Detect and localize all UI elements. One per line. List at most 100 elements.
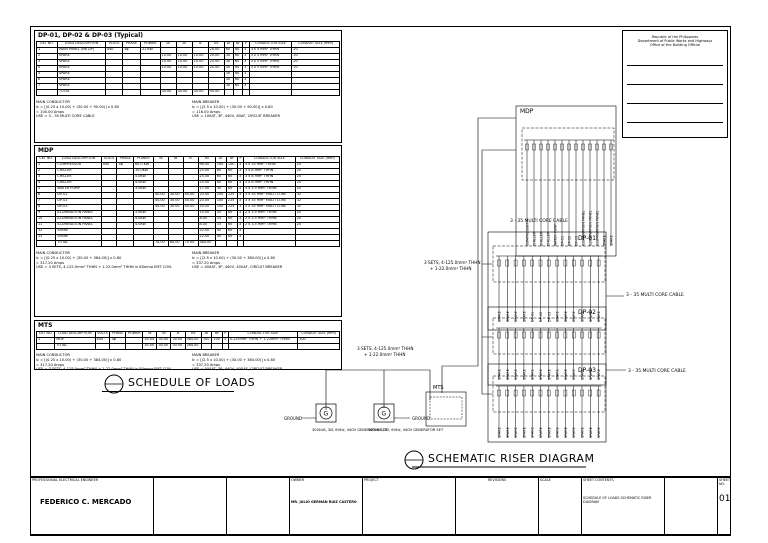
generator-2-symbol [377,406,391,420]
table-cell [211,342,223,350]
mdp-calc-left-title: MAIN CONDUCTOR [36,250,70,255]
schedule-caption-marker [104,374,124,394]
generator-1-box [315,403,337,423]
branch-label: SPARE [581,427,585,438]
branch-label: SPARE [514,369,518,380]
dp-calc-left-line: USE = 3 - 35 MULTI CORE CABLE [36,114,95,119]
branch-breaker-symbol [546,143,550,151]
sheet-contents-label: SHEET CONTENTS [583,478,614,483]
mts-calc-right-line: USE = 400AT, 3P, 440V, 400AF, CIRCUIT BR… [192,367,283,372]
branch-label: SPARE [522,311,526,322]
table-cell [94,342,111,350]
feeder-main-label-2: + 1-22.0mm² THHN [430,266,472,271]
dp02-panel-label: DP-02 [578,309,596,316]
mdp-calc-left-line: USE = 3 SETS, 4-125.0mm² THHN + 1-22.0mm… [36,265,173,270]
engineer-role: PROFESSIONAL ELECTRICAL ENGINEER [32,478,99,483]
table-cell [35,342,56,350]
mts-main-conductor: MAIN CONDUCTOR Ic = [(0.25 x 10.00) + (3… [36,353,184,372]
owner-cell: OWNER MR. JULIO GERMAN RUIZ CASTERO [289,477,363,536]
branch-label: SPARE [522,369,526,380]
branch-label: SPARE [581,369,585,380]
branch-breaker-symbol [555,331,559,339]
branch-label: SPARE [522,427,526,438]
mts-calc-left-line: = 317.20 Amps [36,362,64,367]
branch-label: DP-03 [575,236,579,246]
license-cell [226,477,290,536]
branch-breaker-symbol [563,389,568,397]
dp-calc-left-line: Ic = [(0.25 x 10.00) + (30.00 + 90.00)] … [36,104,120,109]
project-cell: PROJECT [362,477,456,536]
stamp-divider [627,84,723,85]
generator-2-glyph: G [382,411,387,418]
stamp-divider [627,65,723,66]
table-cell [133,239,154,247]
branch-breaker-symbol [505,331,509,339]
owner-name: MR. JULIO GERMAN RUIZ CASTERO [291,500,357,504]
branch-label: CHILLER [547,231,551,246]
branch-label: SPARE [581,311,585,322]
table-cell: 70.00 [152,239,169,247]
table-cell [104,88,124,96]
branch-breaker-symbol [530,389,534,397]
branch-breaker-symbol [547,331,551,339]
branch-label: SPARE [610,235,614,246]
dp02-panel-box [487,306,607,386]
engineer-cell: PROFESSIONAL ELECTRICAL ENGINEER FEDERIC… [30,477,154,536]
table-cell [291,88,340,96]
branch-breaker-symbol [547,259,551,267]
branch-breaker-symbol [538,389,543,397]
branch-label: SPARE [498,369,502,380]
branch-breaker-symbol [522,259,526,267]
branch-breaker-symbol [580,259,584,267]
branch-breaker-symbol [532,143,536,151]
dp-calc-left-line: = 100.00 Amps [36,109,64,114]
branch-label: ILLUMINATION PANEL [596,210,600,246]
branch-breaker-symbol [572,331,576,339]
branch-label: SPARE [514,427,518,438]
stamp-line-3: Office of the Building Official [649,43,701,47]
branch-label: SPARE [572,427,576,438]
branch-breaker-symbol [580,331,584,339]
generator-1-label: 300kVA, 3Ø, 60Hz, 440V GENERATOR SET [312,427,388,432]
branch-label: SPARE [506,311,510,322]
approval-cell [664,477,718,536]
dp-schedule-title: DP-01, DP-02 & DP-03 (Typical) [38,32,143,39]
branch-breaker-symbol [588,143,592,151]
branch-label: SPARE [589,427,593,438]
riser-caption: SCHEMATIC RISER DIAGRAM [428,452,594,465]
revisions-cell: REVISIONS [455,477,539,536]
mdp-panel-inner [521,127,615,181]
stamp-divider [627,122,723,123]
branch-label: DP-02 [539,312,543,322]
branch-breaker-symbol [596,331,601,339]
branch-breaker-symbol [560,143,564,151]
branch-breaker-symbol [553,143,557,151]
branch-breaker-symbol [497,259,501,267]
dp-main-breaker: MAIN BREAKER Ic = [(2.5 x 10.00) + (30.0… [192,100,340,119]
feeder-dp03-label: 3 - 35 MULTI CORE CABLE [628,368,686,374]
branch-breaker-symbol [580,389,584,397]
dp03-panel-box [487,363,607,443]
feeder-mts-label-2: + 1-22.0mm² THHN [364,352,406,357]
branch-breaker-symbol [563,259,568,267]
schedule-caption-underline [102,391,234,392]
seal-cell [153,477,227,536]
branch-label: ILLUMINATION PANEL [582,210,586,246]
branch-label: SPARE [564,311,568,322]
branch-breaker-symbol [513,331,518,339]
branch-breaker-symbol [609,143,613,151]
mdp-main-breaker: MAIN BREAKER Ic = [(2.5 x 10.00) + (30.0… [192,251,340,270]
